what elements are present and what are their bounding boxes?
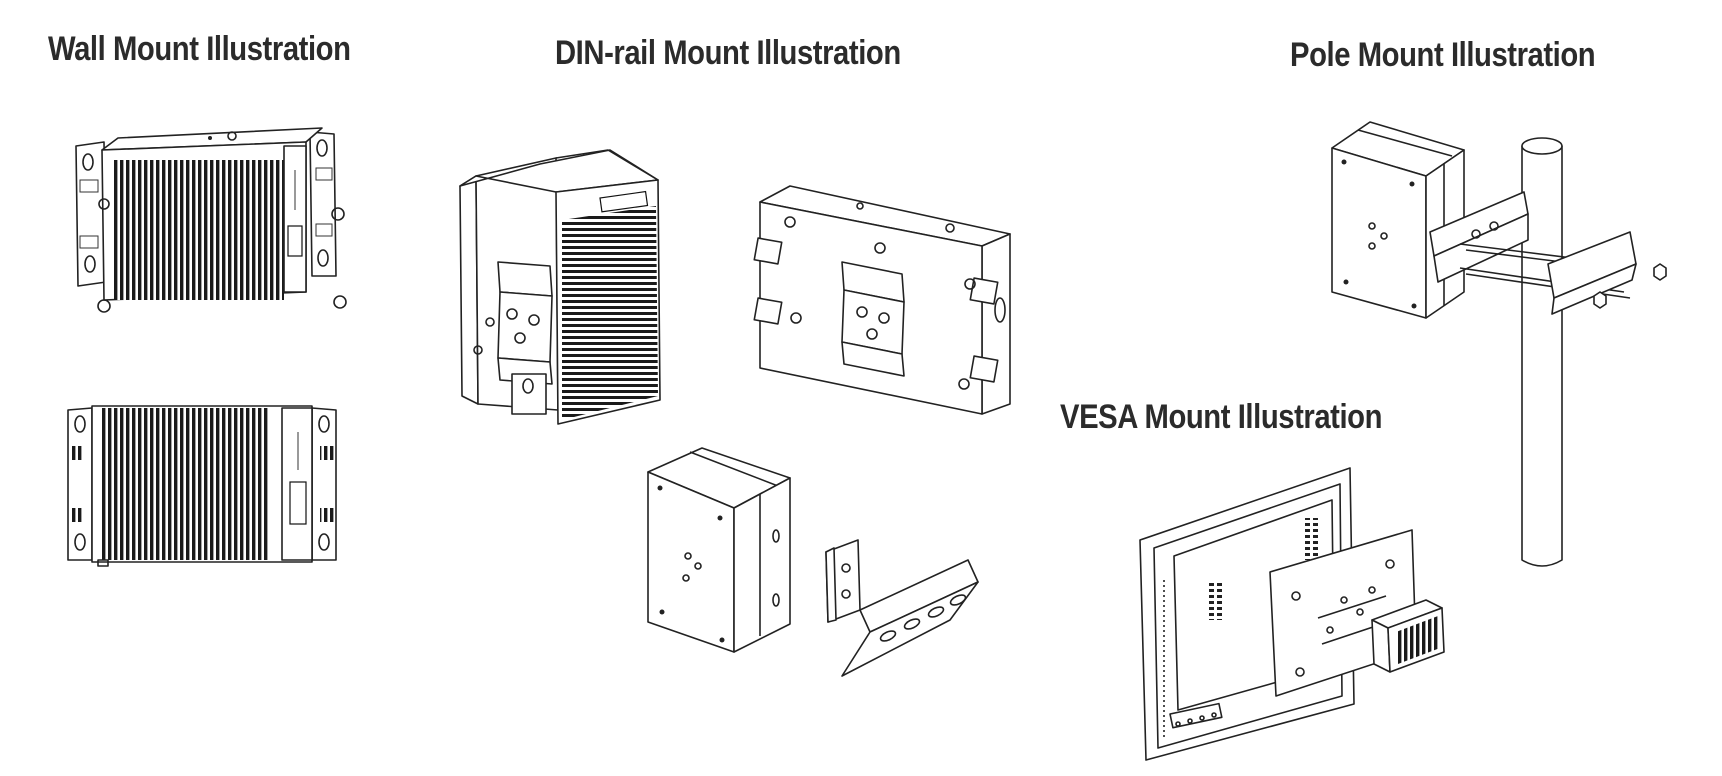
din-rail-exploded-view	[647, 447, 979, 677]
pole-mount-title: Pole Mount Illustration	[1290, 36, 1596, 74]
wall-mount-device-front	[67, 405, 337, 567]
din-rail-device-rear	[753, 185, 1011, 415]
pole-mount-assembly	[1331, 121, 1667, 567]
vesa-mount-assembly	[1139, 467, 1445, 761]
wall-mount-title: Wall Mount Illustration	[48, 30, 351, 68]
din-rail-device-side	[459, 149, 661, 425]
vesa-mount-title: VESA Mount Illustration	[1060, 398, 1383, 436]
din-rail-mount-title: DIN-rail Mount Illustration	[555, 34, 901, 72]
wall-mount-device-perspective	[75, 127, 347, 313]
